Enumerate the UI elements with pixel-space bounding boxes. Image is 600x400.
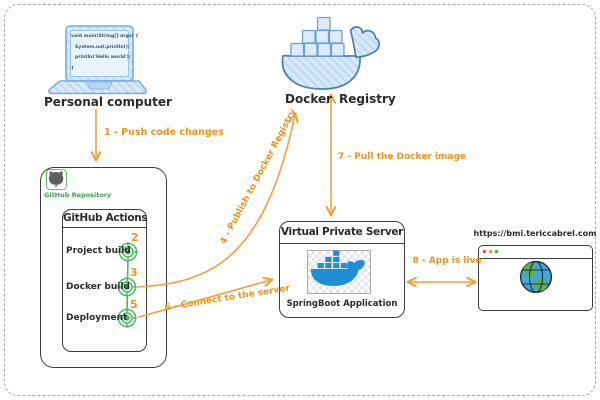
browser-titlebar [479,246,592,259]
personal-computer-label: Personal computer [44,95,172,109]
step-number-2: 2 [131,231,139,244]
step-label-project-build: Project build [66,246,131,256]
arrow-label-push-code: 1 - Push code changes [104,127,224,138]
arrow-label-app-live: 8 - App is live [412,256,482,266]
laptop-code-snippet: void main(String[] args) { System.out.pr… [71,34,139,71]
springboot-application-label: SpringBoot Application [286,299,398,309]
arrow-label-pull-image: 7 - Pull the Docker image [338,152,467,162]
diagram-border [4,4,596,396]
step-label-docker-build: Docker build [66,282,130,292]
docker-registry-label-word2: Registry [339,92,396,106]
step-label-deployment: Deployment [66,313,128,323]
browser-url-label: https://bmi.tericcabrel.com [473,229,597,238]
docker-container-tile [307,250,371,294]
step-number-5: 5 [130,298,138,311]
github-icon-frame [46,169,67,190]
github-repository-label: GitHub Repository [44,191,112,199]
docker-registry-label-word1: Docker [285,92,333,106]
vps-title: Virtual Private Server [280,222,404,244]
step-number-3: 3 [130,266,138,279]
github-actions-title: GitHub Actions [63,210,146,228]
browser-window [478,245,593,311]
